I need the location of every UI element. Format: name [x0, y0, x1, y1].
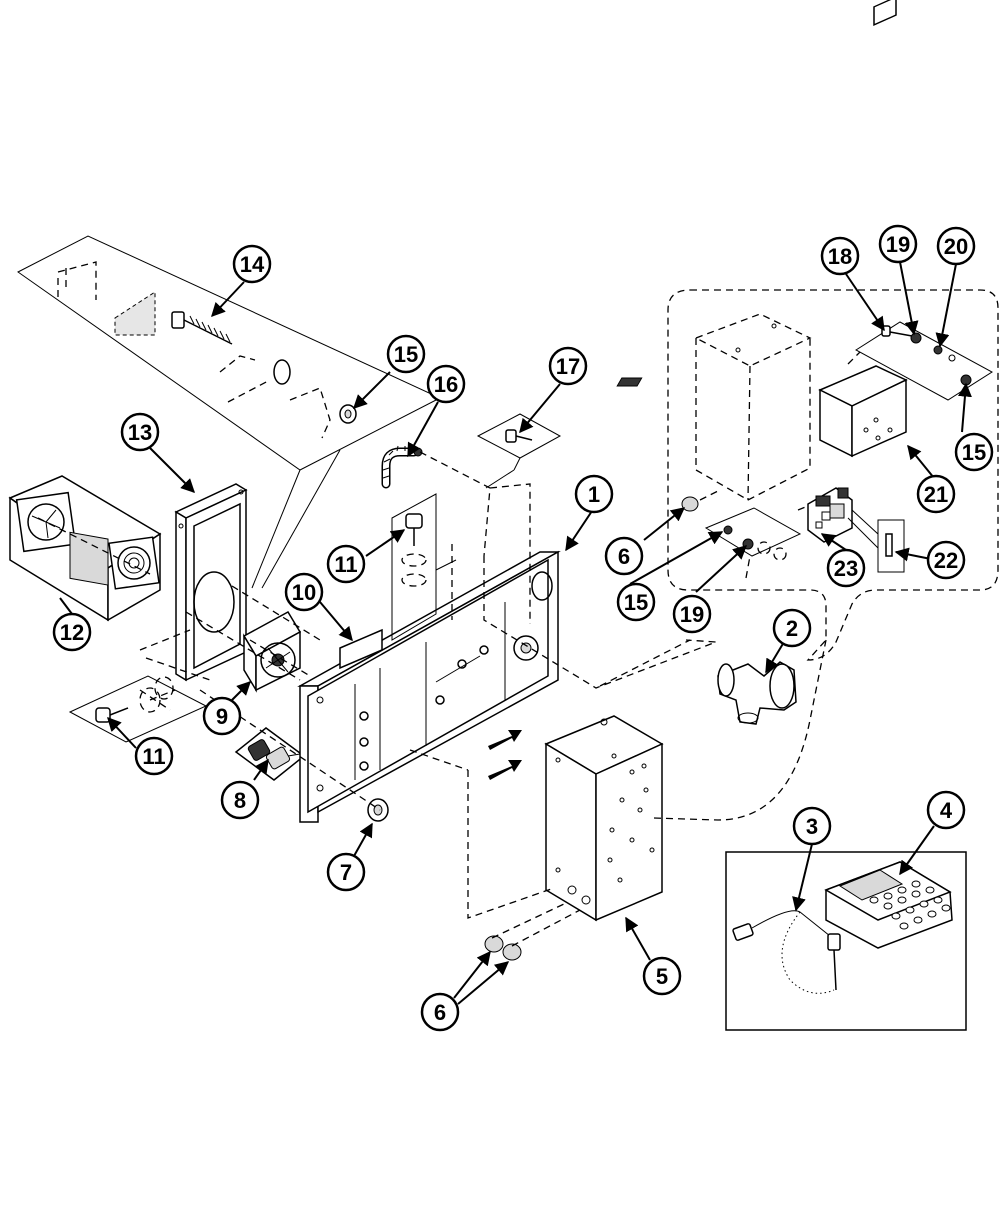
callout-label: 21 — [924, 482, 948, 507]
callout-item-4: 4 — [926, 790, 966, 830]
callout-item-20: 20 — [936, 226, 976, 266]
callout-item-18: 18 — [820, 236, 860, 276]
callout-item-17: 17 — [548, 346, 588, 386]
callout-label: 10 — [292, 580, 316, 605]
callout-item-13: 13 — [120, 412, 160, 452]
callout-label: 22 — [934, 548, 958, 573]
vfd-drive — [616, 0, 908, 458]
callout-item-22: 22 — [926, 540, 966, 580]
nut-part — [339, 404, 357, 424]
callout-item-11-lower: 11 — [134, 736, 174, 776]
callout-label: 13 — [128, 420, 152, 445]
circuit-board — [807, 487, 879, 549]
drive-kit-boundary — [667, 289, 999, 661]
callout-label: 1 — [588, 482, 600, 507]
drive-enclosure-ghost — [694, 313, 812, 501]
label-plate — [339, 628, 383, 670]
cable-grip — [381, 445, 423, 489]
callout-label: 11 — [142, 744, 165, 769]
drive-enclosure — [544, 715, 664, 922]
callout-label: 15 — [394, 342, 418, 367]
connector-part — [234, 727, 306, 781]
callout-label: 6 — [618, 544, 630, 569]
callout-label: 15 — [624, 590, 648, 615]
jumper-detail — [877, 519, 905, 573]
callout-item-2: 2 — [772, 608, 812, 648]
callout-label: 9 — [216, 704, 228, 729]
callout-label: 17 — [556, 354, 580, 379]
detail-panel-part-17 — [476, 413, 562, 489]
callout-item-1: 1 — [574, 474, 614, 514]
keypad-kit-box — [725, 851, 967, 1031]
callout-item-19-kit: 19 — [672, 594, 712, 634]
grommet-kit — [681, 496, 699, 512]
keypad — [824, 861, 953, 949]
callout-label: 3 — [806, 814, 818, 839]
assembly-lines — [37, 351, 861, 947]
callout-item-15-kit: 15 — [616, 582, 656, 622]
mounting-panel — [297, 550, 561, 823]
keypad-cable — [732, 910, 841, 994]
detail-panel-screw-11-lower — [68, 675, 208, 743]
callout-label: 4 — [940, 798, 953, 823]
callout-item-15-right: 15 — [954, 432, 994, 472]
nut-7-part — [367, 798, 389, 822]
callout-label: 5 — [656, 964, 668, 989]
cooling-fan — [242, 610, 302, 693]
callout-item-6-bottom: 6 — [420, 992, 460, 1032]
callout-label: 16 — [434, 372, 458, 397]
callout-label: 8 — [234, 788, 246, 813]
callout-label: 12 — [60, 620, 84, 645]
callout-item-14: 14 — [232, 244, 272, 284]
callout-item-10: 10 — [284, 572, 324, 612]
callout-item-16: 16 — [426, 364, 466, 404]
callout-item-15-top: 15 — [386, 334, 426, 374]
fan-shroud — [174, 483, 248, 682]
callout-label: 23 — [834, 556, 858, 581]
callout-label: 19 — [886, 232, 910, 257]
grommets-bottom — [484, 935, 522, 961]
callout-label: 15 — [962, 440, 986, 465]
callout-item-9: 9 — [202, 696, 242, 736]
spacer-part — [513, 635, 539, 661]
callout-label: 6 — [434, 1000, 446, 1025]
callouts: 1 2 3 4 5 6 6 7 — [52, 224, 994, 1032]
callout-label: 11 — [334, 552, 357, 577]
callout-label: 20 — [944, 234, 968, 259]
callout-label: 7 — [340, 860, 352, 885]
screw-part — [171, 311, 233, 345]
callout-item-6-kit: 6 — [604, 536, 644, 576]
callout-label: 18 — [828, 244, 852, 269]
callout-label: 19 — [680, 602, 704, 627]
callout-item-12: 12 — [52, 612, 92, 652]
callout-leaders — [59, 261, 972, 1005]
elbow-fitting — [717, 661, 797, 725]
callout-item-23: 23 — [826, 548, 866, 588]
callout-label: 2 — [786, 616, 798, 641]
callout-item-3: 3 — [792, 806, 832, 846]
callout-item-5: 5 — [642, 956, 682, 996]
fan-filter-kit — [8, 475, 162, 622]
callout-item-7: 7 — [326, 852, 366, 892]
direction-arrows — [488, 730, 522, 780]
callout-item-8: 8 — [220, 780, 260, 820]
detail-panel-screw-11-upper — [391, 493, 457, 641]
callout-label: 14 — [240, 252, 265, 277]
callout-item-11-upper: 11 — [326, 544, 366, 584]
callout-item-19-top: 19 — [878, 224, 918, 264]
callout-item-21: 21 — [916, 474, 956, 514]
detail-panel-screw-assembly — [17, 235, 442, 589]
